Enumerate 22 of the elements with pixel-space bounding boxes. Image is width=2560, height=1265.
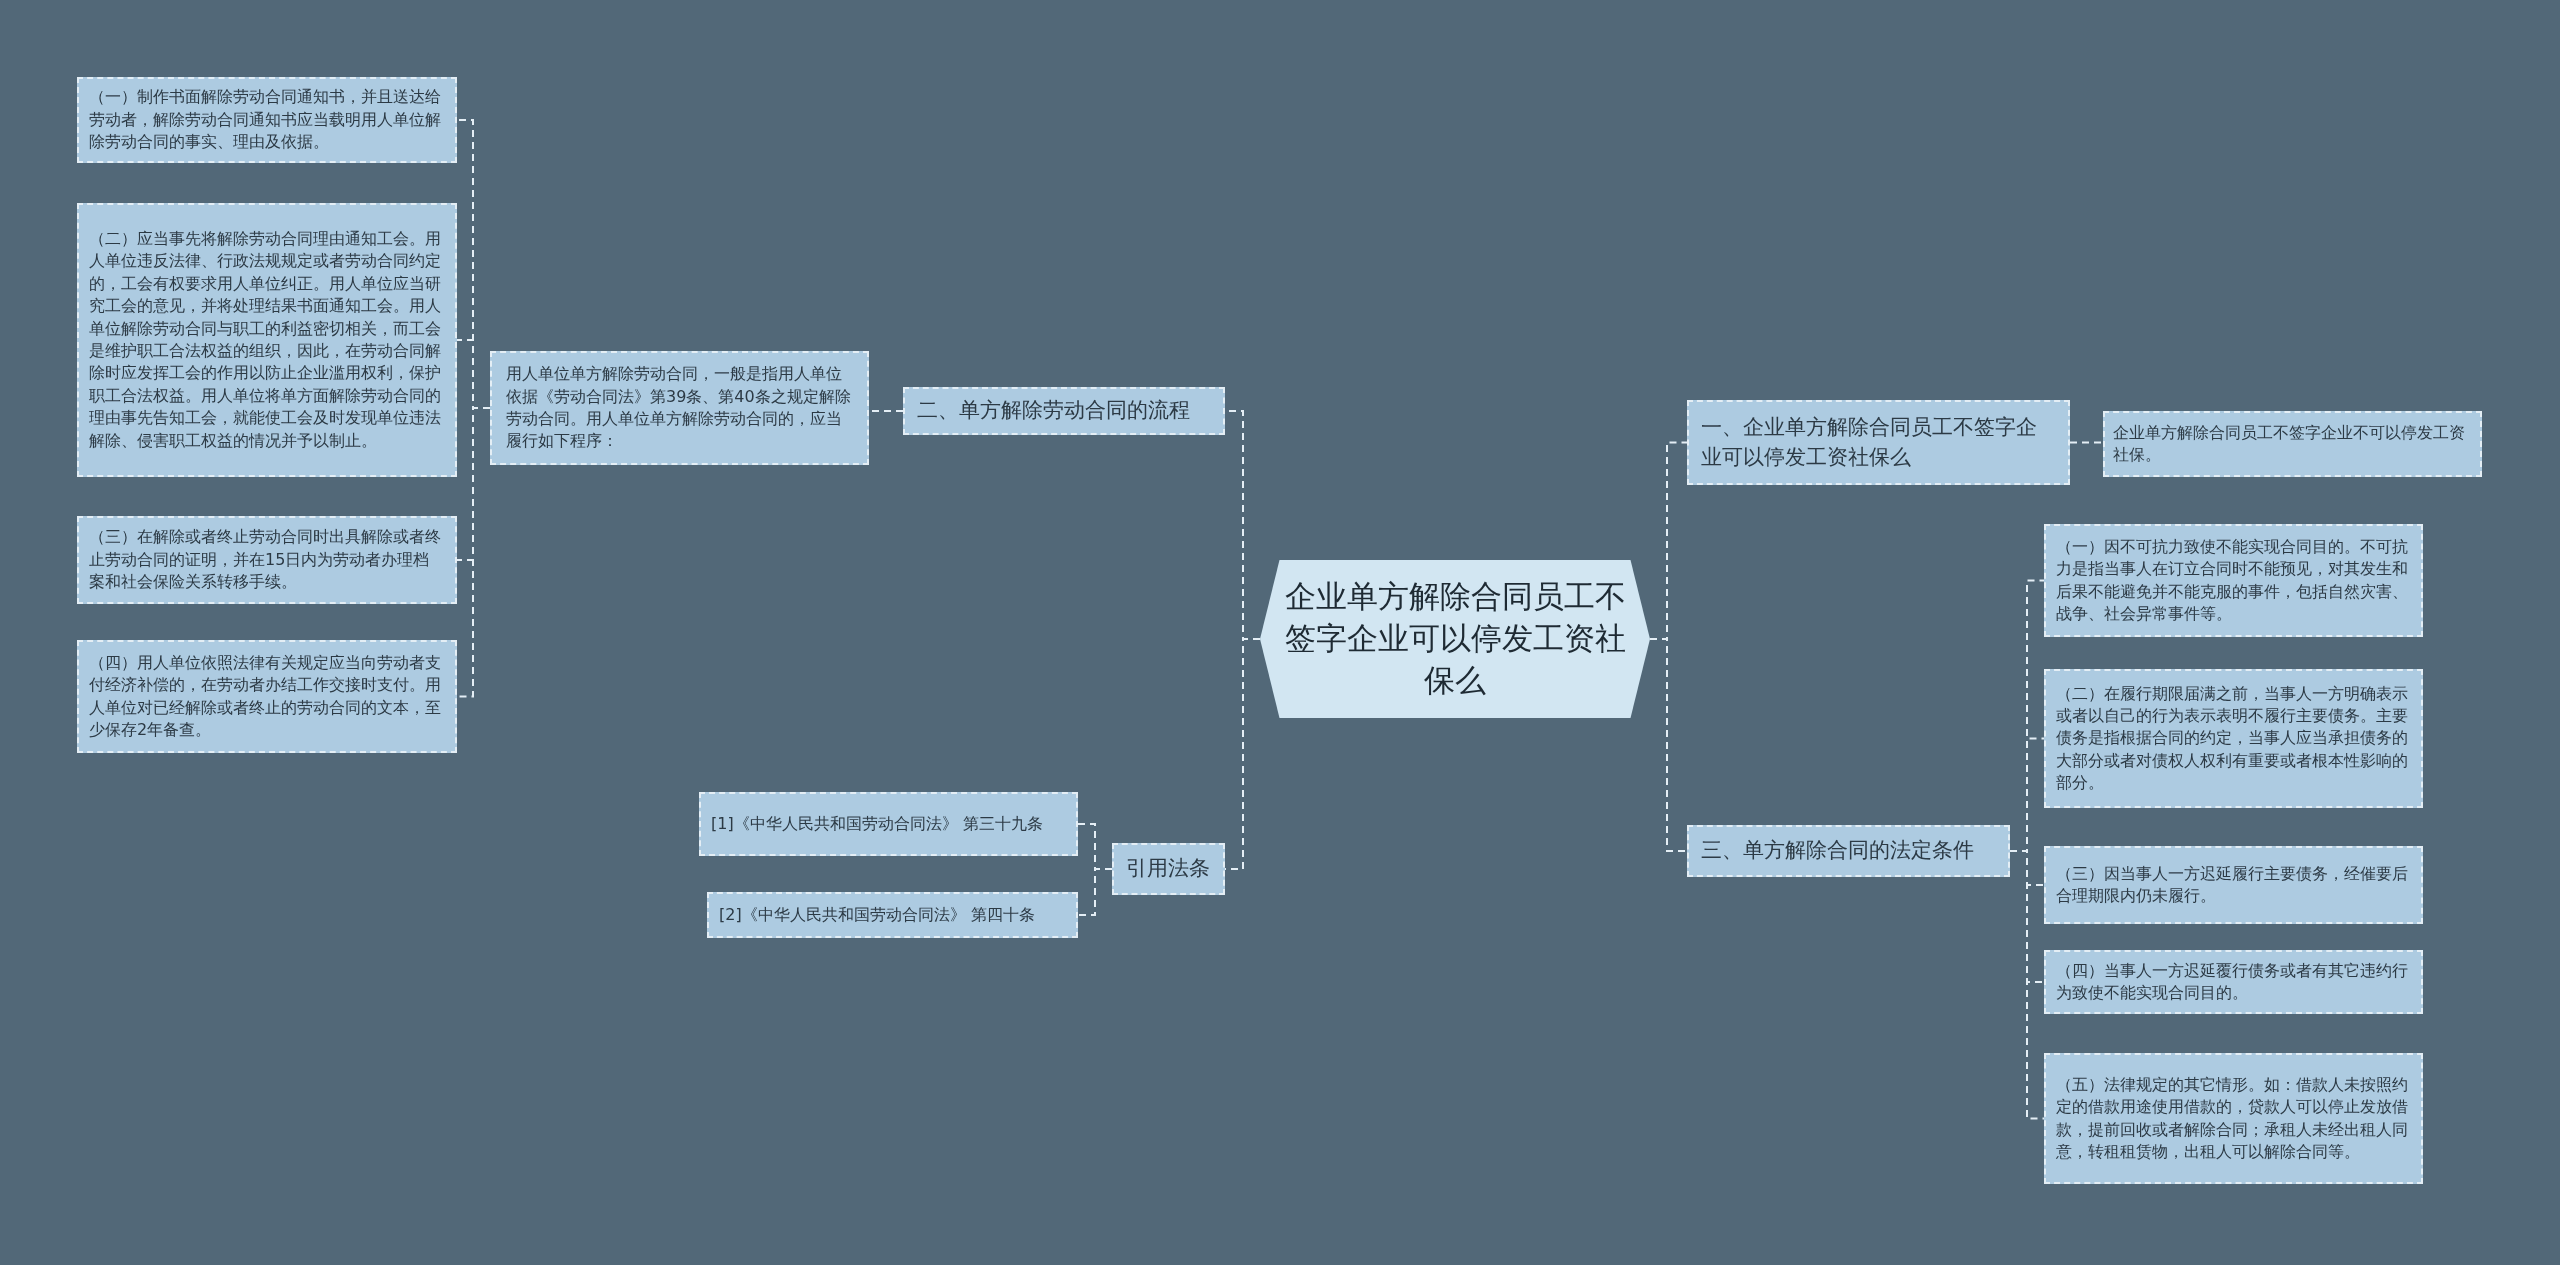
text-box: [2]《中华人民共和国劳动合同法》 第四十条	[707, 892, 1078, 938]
connector-line	[1077, 868, 1113, 916]
text-box: （四）当事人一方迟延覆行债务或者有其它违约行为致使不能实现合同目的。	[2044, 950, 2423, 1014]
central-topic: 企业单方解除合同员工不签字企业可以停发工资社保么	[1260, 560, 1650, 718]
text-box: （一）制作书面解除劳动合同通知书，并且送达给劳动者，解除劳动合同通知书应当载明用人单位解除劳动合同的事实、理由及依据。	[77, 77, 457, 163]
topic-box: 引用法条	[1112, 843, 1225, 895]
text-box: （四）用人单位依照法律有关规定应当向劳动者支付经济补偿的，在劳动者办结工作交接时支付。用人单位对已经解除或者终止的劳动合同的文本，至少保存2年备查。	[77, 640, 457, 753]
text-box: （二）应当事先将解除劳动合同理由通知工会。用人单位违反法律、行政法规规定或者劳动合同约定的，工会有权要求用人单位纠正。用人单位应当研究工会的意见，并将处理结果书面通知工会。用人单位解除劳动合同与职工的利益密切相关，而工会是维护职工合法权益的组织，因此，在劳动合同解除时应发挥工会的作用以防止企业滥用权利，保护职工合法权益。用人单位将单方面解除劳动合同的理由事先告知工会，就能使工会及时发现单位违法解除、侵害职工权益的情况并予以制止。	[77, 203, 457, 477]
text-box: 用人单位单方解除劳动合同，一般是指用人单位依据《劳动合同法》第39条、第40条之规定解除劳动合同。用人单位单方解除劳动合同的，应当履行如下程序：	[490, 351, 869, 465]
connector-line	[1649, 638, 1688, 852]
text-box: [1]《中华人民共和国劳动合同法》 第三十九条	[699, 792, 1078, 856]
text-box: （一）因不可抗力致使不能实现合同目的。不可抗力是指当事人在订立合同时不能预见，对其发生和后果不能避免并不能克服的事件，包括自然灾害、战争、社会异常事件等。	[2044, 524, 2423, 637]
text-box: （五）法律规定的其它情形。如：借款人未按照约定的借款用途使用借款的，贷款人可以停止发放借款，提前回收或者解除合同；承租人未经出租人同意，转租租赁物，出租人可以解除合同等。	[2044, 1053, 2423, 1184]
text-box: （三）因当事人一方迟延履行主要债务，经催要后合理期限内仍未履行。	[2044, 846, 2423, 924]
text-box: （二）在履行期限届满之前，当事人一方明确表示或者以自己的行为表示表明不履行主要债务。主要债务是指根据合同的约定，当事人应当承担债务的大部分或者对债权人权利有重要或者根本性影响的部分。	[2044, 669, 2423, 808]
topic-box: 一、企业单方解除合同员工不签字企业可以停发工资社保么	[1687, 400, 2070, 485]
topic-box: 三、单方解除合同的法定条件	[1687, 825, 2010, 877]
connector-line	[2069, 441, 2104, 444]
connector-line	[2009, 850, 2045, 1120]
topic-box: 二、单方解除劳动合同的流程	[903, 387, 1225, 435]
text-box: 企业单方解除合同员工不签字企业不可以停发工资社保。	[2103, 411, 2482, 477]
text-box: （三）在解除或者终止劳动合同时出具解除或者终止劳动合同的证明，并在15日内为劳动者办理档案和社会保险关系转移手续。	[77, 516, 457, 604]
